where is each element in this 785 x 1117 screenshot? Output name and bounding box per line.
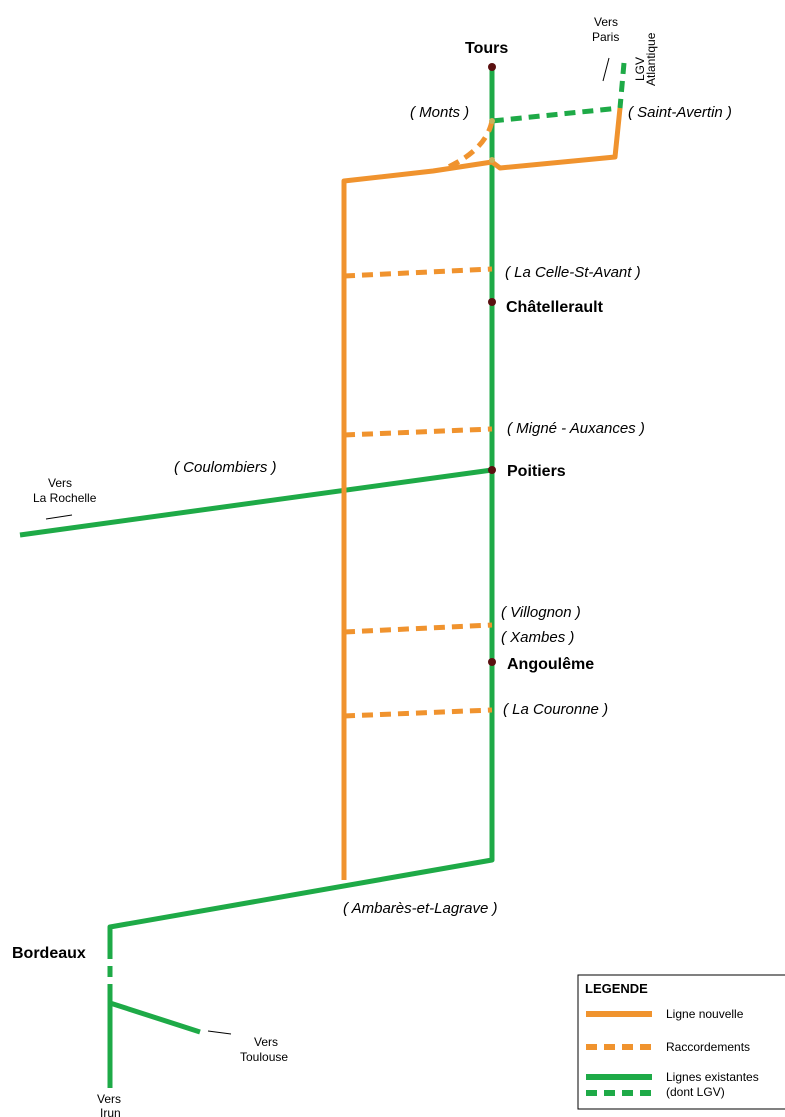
angouleme-label: Angoulême (507, 656, 594, 673)
la-rochelle-line (19, 467, 493, 538)
ligne-nouvelle-main (341, 107, 623, 880)
migne-connection (343, 426, 493, 438)
chatellerault-station (488, 298, 496, 306)
angouleme-station (488, 658, 496, 666)
legend-new-line-label: Ligne nouvelle (666, 1007, 744, 1021)
tours-station (488, 63, 496, 71)
legend-existing-label-line2: (dont LGV) (666, 1085, 725, 1099)
bordeaux-label: Bordeaux (12, 945, 86, 962)
monts-label: ( Monts ) (410, 104, 469, 121)
toulouse-leader-line (207, 1030, 232, 1035)
junction-labels: ( Monts ) ( Saint-Avertin ) ( La Celle-S… (174, 104, 732, 917)
stations (488, 63, 496, 666)
legend-box (577, 974, 785, 1110)
tours-label: Tours (465, 40, 508, 57)
ambares-label: ( Ambarès-et-Lagrave ) (343, 900, 498, 917)
lgv-atlantique-line2: Atlantique (644, 32, 658, 86)
la-couronne-label: ( La Couronne ) (503, 701, 608, 718)
new-lines (341, 107, 623, 880)
la-rochelle-direction-line2: La Rochelle (33, 491, 97, 505)
la-couronne-connection (343, 707, 493, 719)
paris-direction-line2: Paris (592, 30, 619, 44)
villognon-label: ( Villognon ) (501, 604, 581, 621)
existing-lines (19, 62, 627, 1088)
city-labels: Tours Châtellerault Poitiers Angoulême B… (12, 40, 604, 962)
chatellerault-label: Châtellerault (506, 299, 604, 316)
poitiers-station (488, 466, 496, 474)
la-rochelle-direction-line1: Vers (48, 476, 72, 490)
toulouse-line (107, 990, 201, 1035)
la-celle-connection (343, 266, 493, 279)
monts-junction-dot (489, 118, 495, 124)
direction-labels: Vers Paris LGV Atlantique Vers La Rochel… (33, 15, 658, 1117)
saint-avertin-label: ( Saint-Avertin ) (628, 104, 732, 121)
legend-connections-label: Raccordements (666, 1040, 750, 1054)
paris-leader-line (602, 57, 610, 82)
saint-avertin-junction-dot (489, 157, 495, 163)
paris-direction-line1: Vers (594, 15, 618, 29)
poitiers-label: Poitiers (507, 463, 566, 480)
coulombiers-label: ( Coulombiers ) (174, 459, 277, 476)
lgv-atlantique-line (491, 62, 627, 124)
migne-label: ( Migné - Auxances ) (507, 420, 645, 437)
toulouse-direction-line2: Toulouse (240, 1050, 288, 1064)
tours-bordeaux-existing-line (107, 67, 495, 948)
toulouse-direction-line1: Vers (254, 1035, 278, 1049)
irun-direction-line2: Irun (100, 1106, 121, 1117)
legend-title: LEGENDE (585, 981, 648, 996)
villognon-connection (343, 622, 493, 635)
la-rochelle-leader-line (45, 514, 73, 520)
legend: LEGENDE Ligne nouvelle Raccordements Lig… (577, 974, 785, 1110)
legend-existing-label-line1: Lignes existantes (666, 1070, 759, 1084)
junction-dots (489, 118, 495, 163)
lgv-atlantique-line1: LGV (633, 57, 647, 81)
la-celle-label: ( La Celle-St-Avant ) (505, 264, 641, 281)
monts-connection (444, 120, 495, 171)
xambes-label: ( Xambes ) (501, 629, 574, 646)
irun-direction-line1: Vers (97, 1092, 121, 1106)
